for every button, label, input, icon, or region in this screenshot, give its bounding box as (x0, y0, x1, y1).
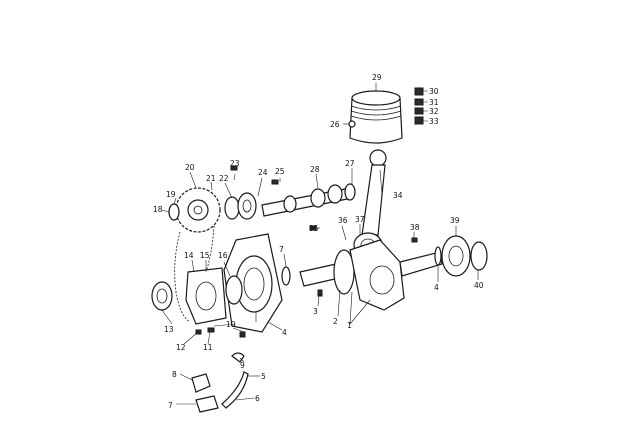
oil-seal-13 (151, 281, 173, 311)
chain-guide-5 (221, 371, 249, 409)
label-10: 10 (226, 320, 236, 329)
label-24: 24 (258, 168, 268, 177)
label-27: 27 (345, 159, 355, 168)
label-34: 34 (393, 191, 403, 200)
small-sprocket (168, 203, 180, 221)
label-11: 11 (203, 343, 213, 352)
label-23: 23 (230, 159, 240, 168)
label-18: 18 (153, 205, 163, 214)
label-30: 30 (429, 87, 439, 96)
clip-9 (231, 352, 245, 363)
label-20: 20 (185, 163, 195, 172)
label-37: 37 (355, 215, 365, 224)
plate-14-15 (185, 267, 227, 325)
label-7: 7 (168, 401, 173, 410)
label-13: 13 (164, 325, 174, 334)
label-7b: 7 (279, 245, 284, 254)
label-36: 36 (338, 216, 348, 225)
crankshaft (299, 239, 443, 311)
piston (348, 90, 403, 144)
label-40: 40 (474, 281, 484, 290)
ring-7 (281, 266, 291, 286)
label-35: 35 (309, 224, 319, 233)
label-12: 12 (176, 343, 186, 352)
label-39: 39 (450, 216, 460, 225)
label-14: 14 (184, 251, 194, 260)
label-31: 31 (429, 98, 439, 107)
label-15: 15 (200, 251, 210, 260)
label-9: 9 (240, 361, 245, 370)
piston-rings (414, 87, 424, 125)
label-4b: 4 (434, 283, 439, 292)
main-bearing-39 (441, 235, 471, 277)
label-4: 4 (282, 328, 287, 337)
label-29: 29 (372, 73, 382, 82)
label-2: 2 (333, 317, 338, 326)
bearing-16 (225, 275, 243, 305)
camshaft (261, 183, 356, 217)
label-3: 3 (313, 307, 318, 316)
bearing-22-23 (224, 192, 257, 220)
label-25: 25 (275, 167, 285, 176)
label-38: 38 (410, 223, 420, 232)
label-6: 6 (255, 394, 260, 403)
label-21: 21 (206, 174, 216, 183)
label-32: 32 (429, 107, 439, 116)
callout-labels: 29 30 31 32 33 26 27 28 25 24 23 22 21 2… (153, 73, 484, 410)
tensioner-7 (195, 395, 219, 413)
leader-lines (161, 83, 479, 405)
label-33: 33 (429, 117, 439, 126)
label-28: 28 (310, 165, 320, 174)
label-19: 19 (166, 190, 176, 199)
camshaft-sprocket (175, 187, 221, 233)
crankcase-cover (223, 233, 283, 333)
label-22: 22 (219, 174, 229, 183)
label-26: 26 (330, 120, 340, 129)
label-8: 8 (172, 370, 177, 379)
label-5: 5 (261, 372, 266, 381)
label-1: 1 (347, 321, 352, 330)
ring-40 (470, 241, 488, 271)
ring-41 (434, 246, 442, 266)
tensioner-8 (191, 373, 211, 393)
label-16: 16 (218, 251, 228, 260)
